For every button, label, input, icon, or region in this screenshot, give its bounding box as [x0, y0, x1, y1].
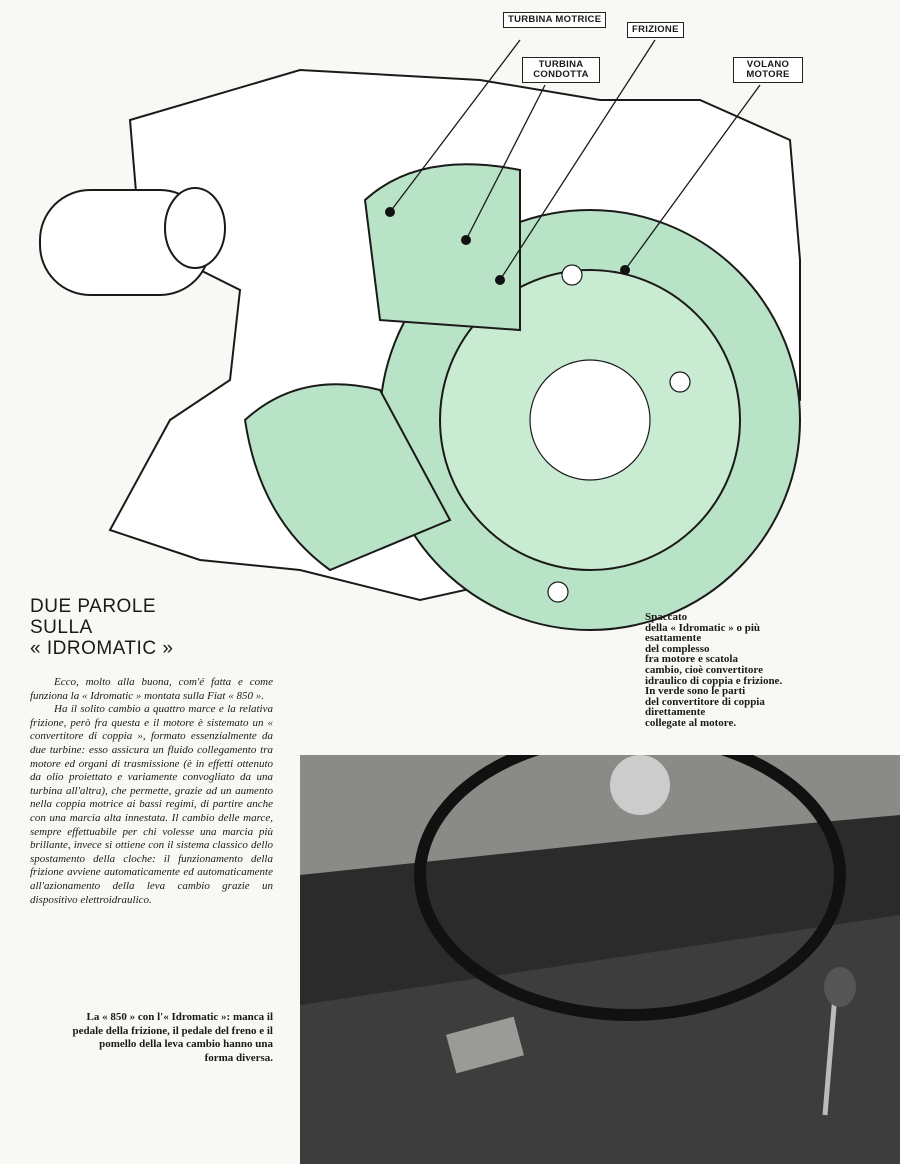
caption-line: idraulico di coppia e frizione.: [645, 674, 783, 687]
paragraph: Ha il solito cambio a quattro marce e la…: [30, 703, 273, 906]
caption-line: del convertitore di coppia: [645, 695, 765, 708]
turbine-upper: [363, 163, 521, 332]
caption-line: della « Idromatic » o più: [645, 621, 761, 634]
article-body: Ecco, molto alla buona, com'é fatta e co…: [30, 676, 273, 907]
cutaway-illustration: [39, 39, 801, 631]
photo-caption: La « 850 » con l'« Idromatic »: manca il…: [72, 1011, 273, 1064]
caption-line: del complesso: [645, 642, 710, 655]
heading-line: « IDROMATIC »: [30, 638, 174, 659]
heading-line: SULLA: [30, 617, 93, 638]
caption-line: esattamente: [645, 632, 702, 645]
label-turbina-motrice: TURBINA MOTRICE: [503, 12, 607, 28]
label-volano-motore: VOLANO MOTORE: [733, 57, 803, 83]
heading-line: DUE PAROLE: [30, 596, 157, 617]
illustration-caption: Spaccato della « Idromatic » o più esatt…: [645, 612, 845, 729]
car-interior-photo: [300, 729, 900, 1164]
paragraph: Ecco, molto alla buona, com'é fatta e co…: [30, 676, 273, 702]
caption-line: collegate al motore.: [645, 716, 737, 729]
caption-line: fra motore e scatola: [645, 653, 738, 666]
label-turbina-condotta: TURBINA CONDOTTA: [522, 57, 600, 83]
turbine-lower: [243, 383, 452, 572]
label-frizione: FRIZIONE: [627, 22, 684, 38]
caption-line: direttamente: [645, 706, 706, 719]
article-heading: DUE PAROLE SULLA « IDROMATIC »: [30, 596, 173, 659]
caption-line: Spaccato: [645, 611, 688, 623]
caption-line: cambio, cioè convertitore: [645, 663, 764, 676]
caption-line: In verde sono le parti: [645, 685, 746, 698]
